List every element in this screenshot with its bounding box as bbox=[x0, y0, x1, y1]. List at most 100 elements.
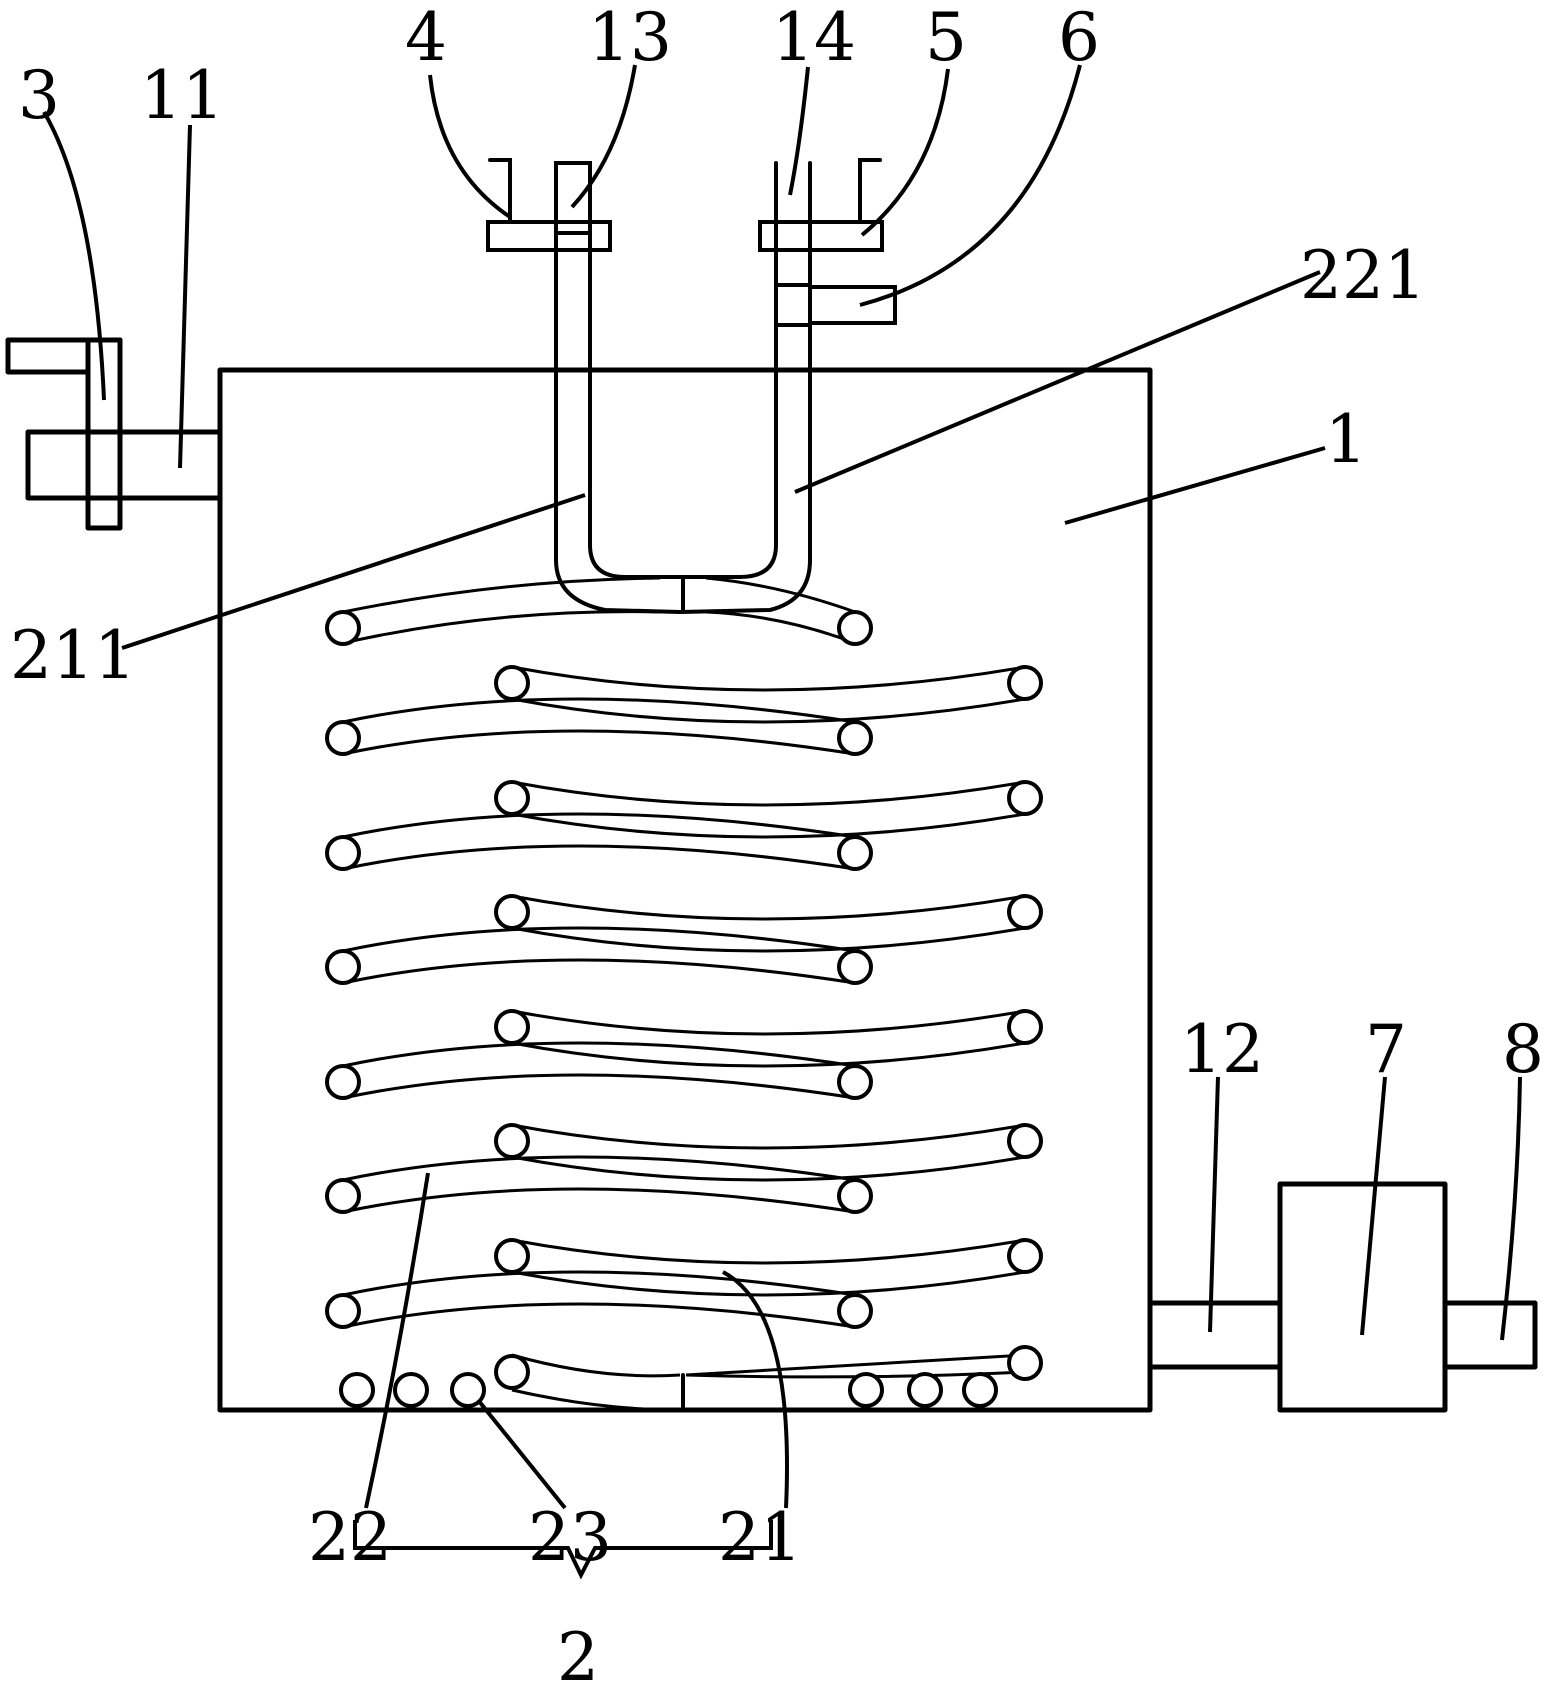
side-connector bbox=[774, 283, 897, 327]
leader-21 bbox=[722, 1270, 789, 1509]
wire-top-right bbox=[705, 576, 856, 614]
coil-end bbox=[494, 1238, 530, 1274]
bottom-coil bbox=[450, 1372, 486, 1408]
leader-221 bbox=[794, 270, 1321, 494]
right-flange-bracket bbox=[808, 158, 882, 224]
leader-13 bbox=[570, 64, 637, 209]
right-flange-plate bbox=[758, 220, 884, 252]
coil-end bbox=[325, 1178, 361, 1214]
wire-lower bbox=[342, 1187, 856, 1214]
pump-box bbox=[1277, 1181, 1448, 1413]
coil-end bbox=[325, 1293, 361, 1329]
wire-top-right bbox=[705, 610, 856, 645]
bottom-coil bbox=[393, 1372, 429, 1408]
coil-end bbox=[1007, 1238, 1043, 1274]
label-11: 11 bbox=[140, 57, 224, 134]
wire-lower bbox=[342, 844, 856, 871]
coil-end bbox=[494, 1009, 530, 1045]
wire-lower bbox=[342, 1041, 856, 1068]
left-flange-bracket bbox=[488, 158, 558, 224]
leader-3 bbox=[42, 110, 106, 401]
label-2: 2 bbox=[557, 1619, 599, 1691]
wire-lower bbox=[342, 958, 856, 985]
left-tube-outer bbox=[554, 161, 682, 614]
wire-lower bbox=[342, 926, 856, 953]
right-tube-inner bbox=[678, 161, 778, 579]
bottom-coil bbox=[907, 1372, 943, 1408]
left-flange-plate bbox=[486, 220, 612, 252]
brace-2 bbox=[353, 1520, 773, 1580]
labels: 3 11 4 13 14 5 6 221 1 211 12 7 8 22 23 … bbox=[10, 0, 1544, 1691]
wire-top-left bbox=[342, 576, 661, 614]
coil-end bbox=[837, 1178, 873, 1214]
wire-lower bbox=[342, 812, 856, 839]
wire-upper bbox=[511, 1009, 1026, 1036]
coil-end bbox=[325, 720, 361, 756]
coil-end bbox=[837, 610, 873, 646]
wire-bottom bbox=[511, 1353, 681, 1378]
leader-4 bbox=[428, 74, 512, 219]
left-tube-inner bbox=[588, 161, 682, 579]
right-tube-outer bbox=[678, 161, 812, 614]
outlet-assembly bbox=[1147, 1181, 1538, 1413]
leader-7 bbox=[1360, 1076, 1387, 1336]
label-21: 21 bbox=[718, 1499, 802, 1576]
coil-end bbox=[837, 720, 873, 756]
electrode-tube bbox=[554, 161, 812, 614]
connector-tab bbox=[808, 285, 897, 325]
wire-lower bbox=[342, 1270, 856, 1297]
wire-lower bbox=[342, 1073, 856, 1100]
label-8: 8 bbox=[1502, 1011, 1544, 1088]
wire-upper bbox=[511, 894, 1026, 921]
coil-end bbox=[494, 780, 530, 816]
inlet-valve-handle bbox=[5, 337, 123, 375]
coil-end bbox=[1007, 1345, 1043, 1381]
coil-end bbox=[325, 835, 361, 871]
wire-lower bbox=[342, 729, 856, 756]
wire-upper bbox=[511, 1155, 1026, 1182]
leader-211 bbox=[121, 493, 586, 650]
right-flange bbox=[758, 158, 884, 252]
coil-end bbox=[494, 894, 530, 930]
wire-upper bbox=[511, 665, 1026, 692]
wire-upper bbox=[511, 780, 1026, 807]
leader-lines bbox=[42, 64, 1522, 1580]
left-tube-cap bbox=[554, 161, 592, 235]
wire-upper bbox=[511, 812, 1026, 839]
bottom-coil-row bbox=[339, 1372, 998, 1412]
coil-end bbox=[1007, 894, 1043, 930]
wire-upper bbox=[511, 697, 1026, 724]
coil-end bbox=[837, 949, 873, 985]
wire-upper bbox=[511, 1238, 1026, 1265]
wire-lower bbox=[342, 1302, 856, 1329]
outlet-pipe bbox=[1147, 1300, 1283, 1370]
wire-upper bbox=[511, 1041, 1026, 1068]
leader-22 bbox=[364, 1172, 430, 1509]
leader-8 bbox=[1500, 1076, 1522, 1341]
wire-lower bbox=[342, 697, 856, 724]
left-flange bbox=[486, 158, 612, 252]
label-4: 4 bbox=[405, 0, 447, 76]
leader-23 bbox=[476, 1398, 567, 1510]
connector-collar bbox=[774, 283, 812, 327]
leader-1 bbox=[1064, 446, 1326, 525]
label-6: 6 bbox=[1058, 0, 1100, 76]
wire-lower bbox=[342, 1155, 856, 1182]
heating-wires bbox=[342, 576, 1026, 1412]
coil-end bbox=[1007, 665, 1043, 701]
wire-upper bbox=[511, 1270, 1026, 1297]
label-14: 14 bbox=[772, 0, 856, 76]
leader-5 bbox=[860, 68, 950, 237]
label-12: 12 bbox=[1180, 1011, 1264, 1088]
label-22: 22 bbox=[308, 1499, 392, 1576]
coil-end bbox=[837, 835, 873, 871]
coil-end bbox=[325, 610, 361, 646]
label-7: 7 bbox=[1365, 1011, 1407, 1088]
leader-11 bbox=[178, 124, 192, 469]
wire-upper bbox=[511, 1123, 1026, 1150]
bottom-coil bbox=[339, 1372, 375, 1408]
coil-end bbox=[1007, 1123, 1043, 1159]
label-211: 211 bbox=[10, 617, 136, 694]
coil-end bbox=[1007, 780, 1043, 816]
